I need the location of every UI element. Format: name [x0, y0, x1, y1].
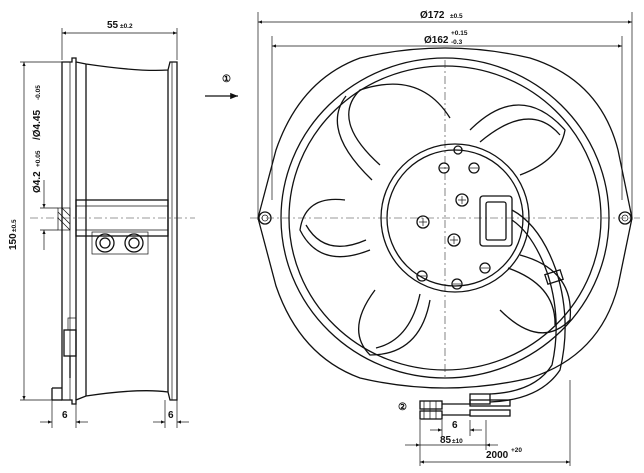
cable — [469, 209, 566, 405]
dim-width-value: 55 — [107, 20, 119, 31]
airflow-arrow: ① — [205, 74, 238, 100]
airflow-callout: ① — [222, 74, 231, 85]
fan-blades — [299, 83, 572, 356]
dim-flange-right: 6 — [168, 410, 174, 421]
dim-outer-dia-tol: ±0.5 — [450, 13, 463, 20]
hub-screws — [416, 145, 491, 290]
dim-outer-dia-value: Ø172 — [420, 10, 445, 21]
wire-detail: ② 6 85 ±10 2000 +20 — [398, 380, 571, 466]
dim-2000-tol: +20 — [511, 447, 522, 454]
dim-strip: 6 — [452, 420, 458, 431]
dim-flange-left: 6 — [62, 410, 68, 421]
dim-hole-tol2: -0.05 — [35, 85, 42, 100]
dim-inner-dia-tol-lower: -0.3 — [451, 39, 463, 46]
front-view: Ø172 ±0.5 Ø162 +0.15 -0.3 — [250, 10, 640, 405]
dim-85-value: 85 — [440, 435, 452, 446]
dim-height-tol: ±0.5 — [11, 219, 18, 232]
wire-detail-callout: ② — [398, 402, 407, 413]
dim-hole-tol: +0.05 — [35, 150, 42, 167]
dim-hole-value2: /Ø4.45 — [32, 110, 43, 140]
dim-width-tol: ±0.2 — [120, 23, 133, 30]
dim-inner-dia-value: Ø162 — [424, 35, 449, 46]
dim-85-tol: ±10 — [452, 438, 463, 445]
dim-inner-dia-tol-upper: +0.15 — [451, 30, 468, 37]
side-view: 55 ±0.2 150 ±0.5 Ø4.2 +0.05 /Ø4.45 -0.05… — [8, 20, 195, 428]
dim-height-value: 150 — [8, 233, 19, 250]
dim-2000-value: 2000 — [486, 450, 509, 461]
dim-hole-value: Ø4.2 — [32, 171, 43, 193]
